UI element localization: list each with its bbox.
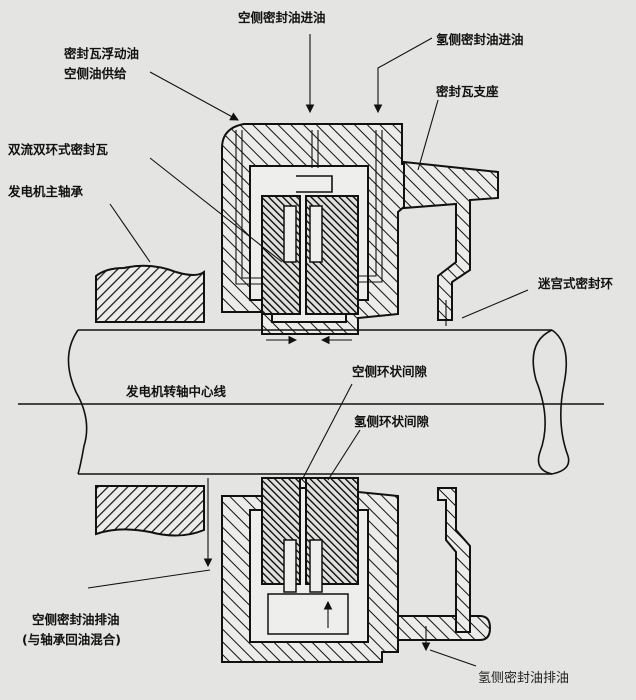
label-floating-supply-line1: 密封瓦浮动油 xyxy=(63,46,139,61)
label-shaft-centerline: 发电机转轴中心线 xyxy=(125,384,227,399)
label-hydrogen-side-gap: 氢侧环状间隙 xyxy=(354,414,430,429)
top-main-bearing xyxy=(95,264,205,323)
label-seal-bracket: 密封瓦支座 xyxy=(435,84,499,99)
label-main-bearing: 发电机主轴承 xyxy=(7,184,84,199)
label-floating-supply-line2: 空侧油供给 xyxy=(64,66,127,81)
label-hydrogen-side-inlet: 氢侧密封油进油 xyxy=(436,32,524,47)
top-seal-bracket xyxy=(403,160,499,321)
label-hydrogen-side-drain: 氢侧密封油排油 xyxy=(478,670,569,686)
label-air-side-gap: 空侧环状间隙 xyxy=(352,364,428,379)
label-air-side-drain-line1: 空侧密封油排油 xyxy=(32,612,120,627)
bottom-labyrinth-seal xyxy=(437,487,471,633)
generator-shaft xyxy=(78,329,552,475)
label-double-flow-seal: 双流双环式密封瓦 xyxy=(7,142,109,157)
label-air-side-inlet: 空侧密封油进油 xyxy=(238,10,326,25)
label-labyrinth-seal: 迷宫式密封环 xyxy=(537,276,614,291)
bottom-seal-bracket xyxy=(397,615,492,641)
label-air-side-drain-line2: (与轴承回油混合) xyxy=(22,632,121,647)
bottom-main-bearing xyxy=(95,485,205,537)
